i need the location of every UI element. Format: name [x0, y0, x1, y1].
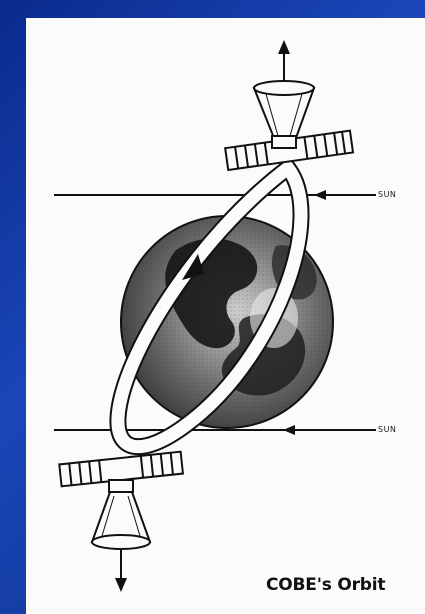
- cobe-orbit-diagram: [26, 18, 425, 614]
- sun-line-top: [54, 190, 376, 200]
- satellite-bottom: [59, 452, 183, 592]
- diagram-caption: COBE's Orbit: [266, 575, 385, 595]
- diagram-panel: SUN SUN COBE's Orbit: [26, 18, 425, 614]
- sun-label-top: SUN: [378, 190, 396, 199]
- satellite-top: [225, 40, 353, 170]
- sun-label-bottom: SUN: [378, 425, 396, 434]
